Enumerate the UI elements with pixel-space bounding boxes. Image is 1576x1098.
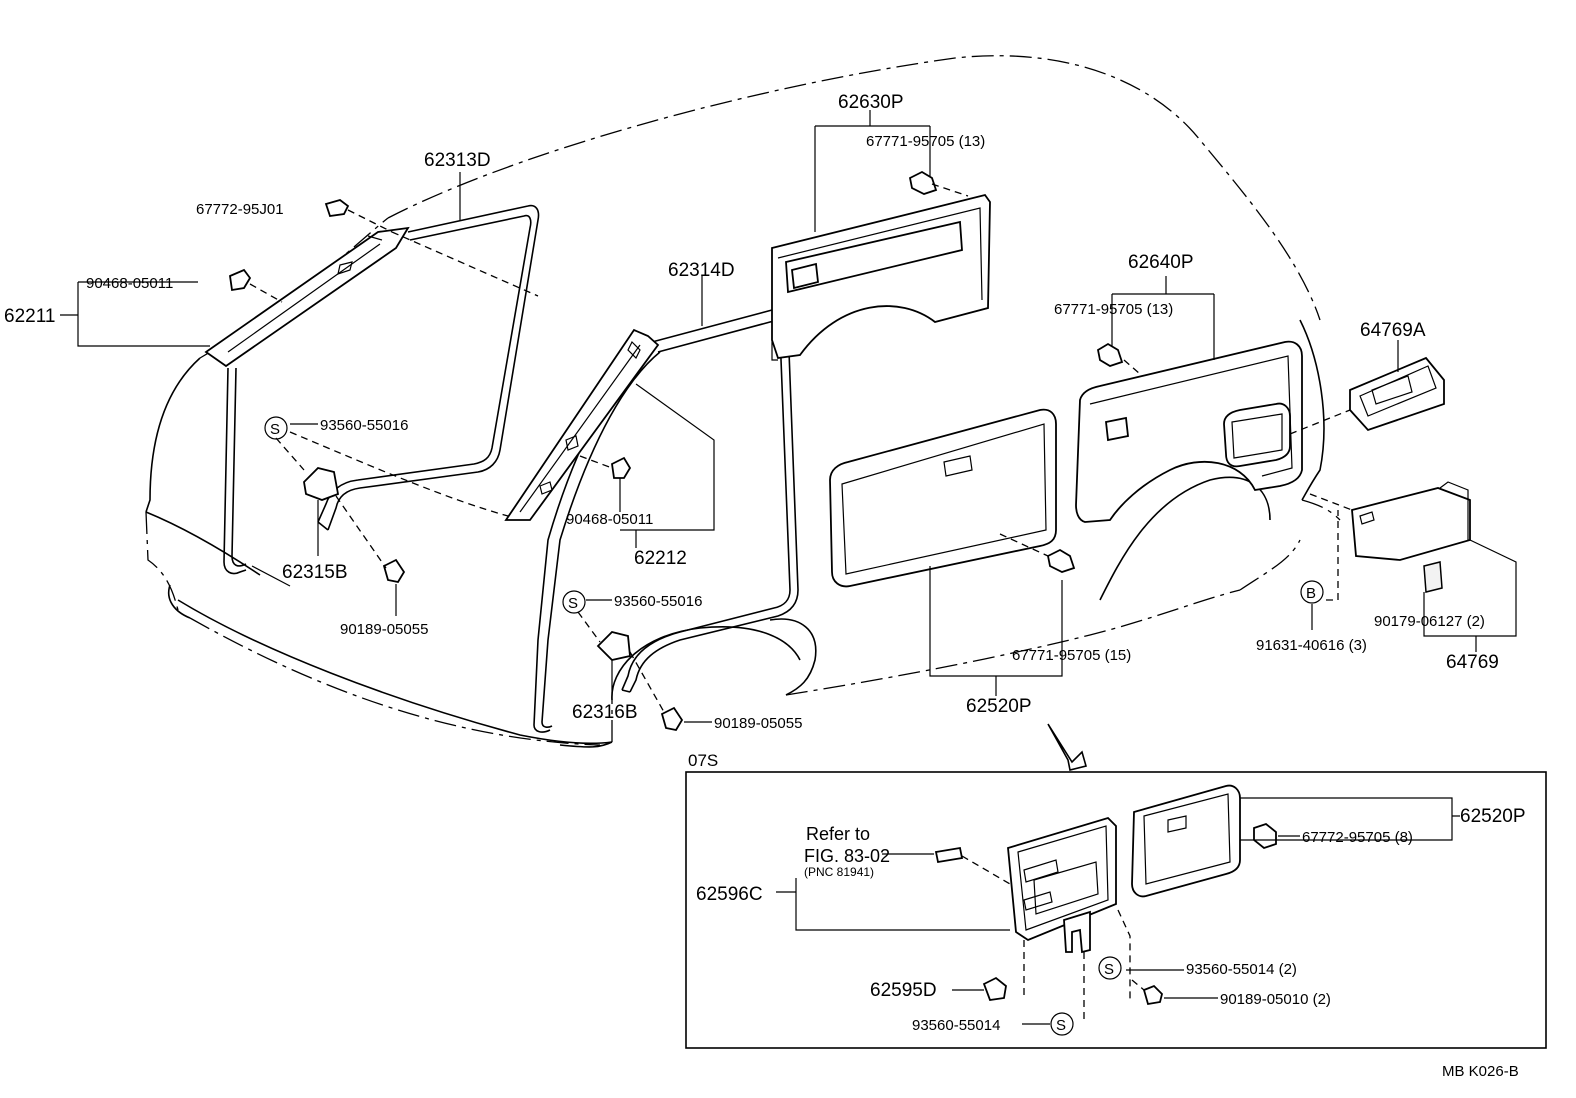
- clip-67771-95705-13b-icon: [1096, 342, 1124, 367]
- label-inset-62520P: 62520P: [1460, 806, 1526, 827]
- label-62313D: 62313D: [424, 150, 491, 171]
- label-67771-95705-13a: 67771-95705 (13): [866, 133, 985, 150]
- clip-90189-05055a-icon: [382, 558, 406, 584]
- label-62640P: 62640P: [1128, 252, 1194, 273]
- label-62520P: 62520P: [966, 696, 1032, 717]
- label-90189-05010: 90189-05010 (2): [1220, 991, 1331, 1008]
- label-91631-40616: 91631-40616 (3): [1256, 637, 1367, 654]
- label-62314D: 62314D: [668, 260, 735, 281]
- part-62211-windshield-garnish: [204, 226, 410, 368]
- inset-refer-to: Refer to: [806, 824, 870, 844]
- label-90468-05011a: 90468-05011: [86, 275, 173, 292]
- clip-67771-95705-13a-icon: [908, 170, 938, 195]
- part-62520P-lower-panel: [829, 408, 1057, 588]
- inset-fig-ref: FIG. 83-02: [804, 846, 890, 866]
- label-93560-55016b: 93560-55016: [614, 593, 702, 610]
- label-90189-05055b: 90189-05055: [714, 715, 802, 732]
- leader-lines: [60, 110, 1517, 771]
- label-62316B: 62316B: [572, 702, 638, 723]
- part-62313D-door-opening-trim: [223, 204, 540, 575]
- label-67771-95705-15: 67771-95705 (15): [1012, 647, 1131, 664]
- clip-62315B-icon: [303, 467, 340, 501]
- clip-90468-05011a-icon: [229, 268, 252, 292]
- part-64769A-pocket: [1349, 356, 1445, 432]
- label-64769A: 64769A: [1360, 320, 1426, 341]
- label-62595D: 62595D: [870, 980, 937, 1001]
- label-93560-55016a: 93560-55016: [320, 417, 408, 434]
- part-62630P-upper-quarter-trim: [771, 193, 991, 361]
- label-64769: 64769: [1446, 652, 1499, 673]
- svg-text:S: S: [1104, 961, 1114, 978]
- label-62630P: 62630P: [838, 92, 904, 113]
- symbol-s-2: S: [562, 590, 586, 614]
- label-93560-55014b: 93560-55014: [912, 1017, 1000, 1034]
- inset-07S: 07S S: [685, 751, 1547, 1049]
- inset-label: 07S: [688, 751, 718, 770]
- clip-67771-95705-15-icon: [1046, 548, 1076, 573]
- symbol-b: B: [1300, 580, 1324, 604]
- inset-pnc-ref: (PNC 81941): [804, 865, 874, 879]
- label-67772-95J01: 67772-95J01: [196, 201, 284, 218]
- symbol-s-4: S: [1050, 1012, 1074, 1036]
- label-90468-05011b: 90468-05011: [566, 511, 653, 528]
- part-62212-center-pillar-garnish: [504, 328, 660, 521]
- vehicle-body-outline: [145, 55, 1341, 748]
- label-62315B: 62315B: [282, 562, 348, 583]
- label-67771-95705-13b: 67771-95705 (13): [1054, 301, 1173, 318]
- diagram-code: MB K026-B: [1442, 1063, 1519, 1080]
- svg-text:S: S: [270, 421, 280, 438]
- label-90189-05055a: 90189-05055: [340, 621, 428, 638]
- label-62211: 62211: [4, 306, 55, 327]
- clip-62316B-icon: [596, 631, 631, 661]
- callout-labels: 62630P 67771-95705 (13) 62313D 67772-95J…: [4, 92, 1499, 732]
- clip-90189-05055b-icon: [660, 706, 684, 732]
- label-93560-55014a: 93560-55014 (2): [1186, 961, 1297, 978]
- svg-text:S: S: [1056, 1017, 1066, 1034]
- symbol-s-3: S: [1098, 956, 1122, 980]
- label-67772-95705: 67772-95705 (8): [1302, 829, 1413, 846]
- clip-90468-05011b-icon: [611, 456, 632, 479]
- part-62640P-quarter-trim: [1075, 340, 1303, 523]
- label-90179-06127: 90179-06127 (2): [1374, 613, 1485, 630]
- svg-text:S: S: [568, 595, 578, 612]
- label-62212: 62212: [634, 548, 687, 569]
- label-62596C: 62596C: [696, 884, 763, 905]
- part-64769-box: [1351, 481, 1471, 593]
- clip-67772-95J01-icon: [324, 199, 350, 217]
- svg-text:B: B: [1306, 585, 1316, 602]
- symbol-s-1: S: [264, 416, 288, 440]
